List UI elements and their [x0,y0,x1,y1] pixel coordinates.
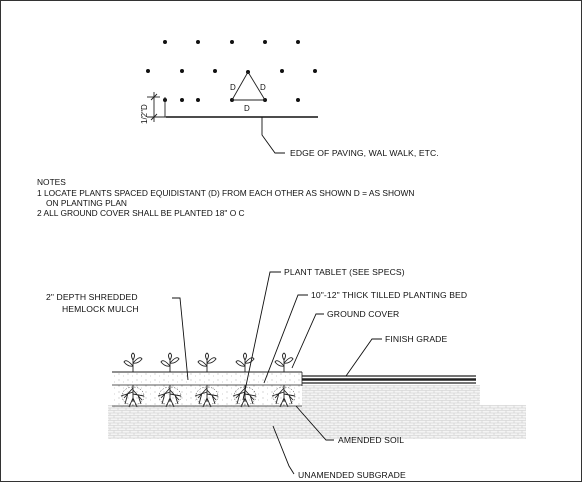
edge-leader [261,117,285,154]
mulch-callout-line1: 2" DEPTH SHREDDED [46,292,138,302]
plant-tablet-callout: PLANT TABLET (SEE SPECS) [284,267,405,277]
plant-dot [296,40,300,44]
note-2: 2 ALL GROUND COVER SHALL BE PLANTED 18" … [37,208,245,218]
ground-cover-plant [157,352,182,408]
plant-dot [263,40,267,44]
finish-grade-paving [302,375,476,384]
plant-dot [180,69,184,73]
plant-dot [313,69,317,73]
note-1: 1 LOCATE PLANTS SPACED EQUIDISTANT (D) F… [37,188,414,198]
spacing-label-bottom: D [244,104,250,113]
plant-spacing-grid [146,40,317,102]
plant-dot [146,69,150,73]
subgrade-callout: UNAMENDED SUBGRADE [298,470,406,480]
plant-dot [280,69,284,73]
plant-dot [180,98,184,102]
plant-dot [230,40,234,44]
ground-cover-plant [120,352,145,408]
edge-callout: EDGE OF PAVING, WAL WALK, ETC. [290,148,439,158]
half-d-label: 1/2"D [140,104,149,124]
amended-soil-callout: AMENDED SOIL [338,435,404,445]
spacing-label-right: D [260,83,266,92]
ground-cover-plant [271,352,296,408]
plant-dot [196,98,200,102]
plant-dot [213,69,217,73]
note-1-cont: ON PLANTING PLAN [46,198,127,208]
plant-dot [296,98,300,102]
spacing-triangle [231,71,266,101]
tilled-bed-callout: 10"-12" THICK TILLED PLANTING BED [311,290,467,300]
ground-cover-plant [232,352,257,408]
finish-grade-callout: FINISH GRADE [385,334,447,344]
mulch-callout-line2: HEMLOCK MULCH [62,304,139,314]
ground-cover-plants [120,352,296,408]
ground-cover-plant [194,352,219,408]
plant-dot [196,40,200,44]
ground-cover-callout: GROUND COVER [327,309,399,319]
spacing-label-left: D [230,83,236,92]
notes-heading: NOTES [37,177,66,187]
callout-leaders [172,271,382,475]
plant-dot [163,40,167,44]
